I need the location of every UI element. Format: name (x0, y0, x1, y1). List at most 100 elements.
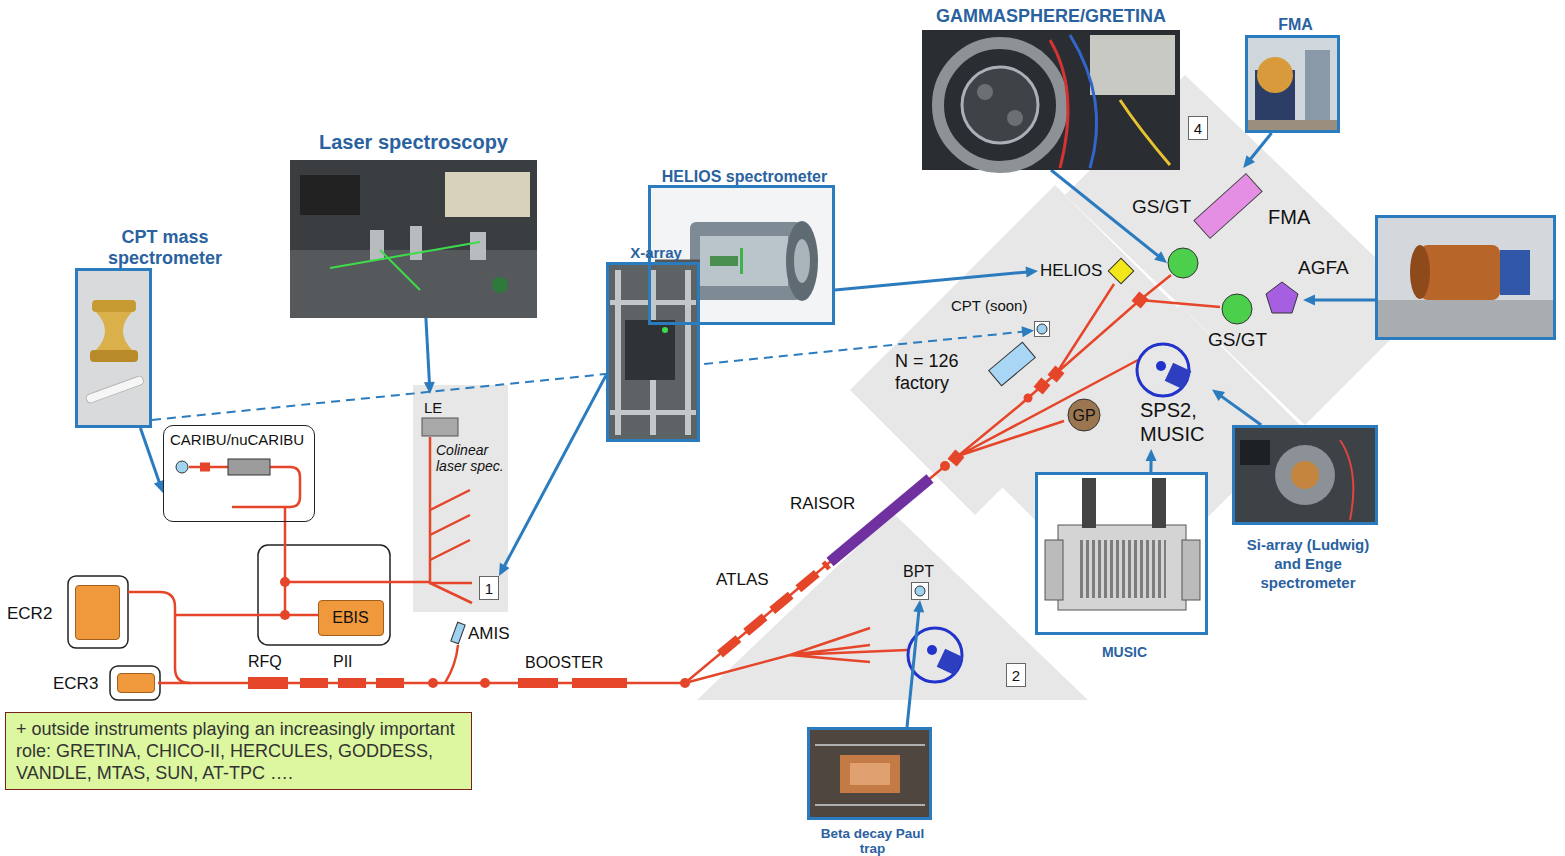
area-number-box: 4 (1188, 116, 1208, 140)
photo-heading: HELIOS spectrometer (638, 167, 851, 186)
photo: GAMMASPHERE/GRETINA (922, 30, 1180, 170)
photo-caption: Si-array (Ludwig) and Enge spectrometer (1235, 535, 1381, 592)
xarray-photo (606, 262, 700, 442)
photo-frame: MUSIC (1035, 472, 1208, 635)
arrow-line (140, 428, 159, 484)
photo-frame: FMA (1245, 35, 1340, 133)
station-label: AMIS (468, 624, 510, 644)
separator-bar: RAISOR (825, 473, 935, 568)
callout-number: 4 (1189, 120, 1207, 138)
callout-arrow (1243, 133, 1271, 168)
facility-label: EBIS (319, 608, 382, 627)
facility-label: ECR3 (53, 674, 98, 694)
station-label: CPT (soon) (951, 297, 1027, 315)
station-circle-shape (1167, 247, 1199, 279)
facility-label: ECR2 (7, 604, 52, 624)
source-symbol (176, 459, 270, 475)
station-label: GP (1067, 406, 1101, 425)
station-circle: GS/GT (1221, 293, 1253, 325)
beamline-label: PII (333, 652, 353, 671)
callout-arrow (424, 318, 435, 394)
arrow-head (1212, 390, 1225, 402)
station-label: SPS2, MUSIC (1140, 398, 1212, 446)
callout-number: 1 (480, 580, 498, 598)
callout-number: 2 (1007, 667, 1025, 685)
ion-source-box: ECR3 (117, 673, 155, 693)
station-label: FMA (1268, 205, 1310, 229)
experimental-area (413, 75, 1425, 700)
arrow-line (1220, 395, 1261, 425)
factory-box-shape (990, 342, 1034, 386)
separator-bar: FMA (1190, 168, 1266, 244)
arrow-line (426, 318, 430, 384)
photo-frame: CPT mass spectrometer (75, 268, 152, 428)
trap-photo (807, 727, 932, 820)
arrow-head (1243, 155, 1255, 168)
station-label: HELIOS (1040, 261, 1102, 281)
photo-heading: CPT mass spectrometer (85, 227, 245, 269)
area-number-box: 2 (1006, 663, 1026, 687)
photo-frame: X-array (606, 262, 700, 442)
station-label: AGFA (1298, 257, 1349, 279)
station-label: RAISOR (790, 494, 855, 514)
factory-box: N = 126 factory (990, 342, 1034, 386)
station-circle-shape (1221, 293, 1253, 325)
callout-arrow (1146, 449, 1157, 472)
trap-box: BPT (911, 582, 929, 600)
beamline-label: RFQ (248, 652, 282, 671)
arrow-head (1022, 326, 1035, 337)
photo-heading: GAMMASPHERE/GRETINA (910, 5, 1192, 27)
arrow-line (835, 272, 1028, 290)
photo-frame: Si-array (Ludwig) and Enge spectrometer (1232, 425, 1378, 525)
callout-arrow (140, 428, 164, 493)
chamber-drawing (1035, 472, 1208, 635)
callout-arrow (152, 326, 1034, 420)
station-diamond: HELIOS (1038, 256, 1136, 286)
trap-box: CPT (soon) (1034, 321, 1050, 337)
station-pentagon-shape (1265, 281, 1299, 315)
spectrometer-symbol: SPS2, MUSIC (1134, 341, 1212, 449)
callout-arrow (499, 375, 606, 576)
callout-arrow (1212, 390, 1261, 425)
array-photo (922, 30, 1180, 170)
arrow-head (1026, 267, 1039, 278)
separator-bar-shape (1190, 168, 1266, 244)
callout-arrow (907, 600, 924, 727)
station-label: GS/GT (1132, 196, 1191, 218)
enclosure-outline (68, 545, 390, 700)
trap-photo (75, 268, 152, 428)
station-label: LE (424, 399, 442, 416)
trap-box-shape (912, 583, 930, 601)
station-box-shape (451, 622, 465, 644)
photo-caption: Beta decay Paul trap (812, 826, 933, 856)
station-box: AMIS (451, 622, 465, 644)
arrow-head (1146, 449, 1157, 461)
station-circle: GS/GT (1167, 247, 1199, 279)
laser-photo (290, 160, 537, 318)
station-circle: GP (1067, 398, 1101, 432)
note-box: + outside instruments playing an increas… (5, 712, 472, 790)
siarray-photo (1232, 425, 1378, 525)
facility-label: CARIBU/nuCARIBU (170, 431, 304, 449)
callout-arrow (835, 267, 1038, 290)
photo: Laser spectroscopy (290, 160, 537, 318)
separator-photo (1245, 35, 1340, 133)
arrow-line (1250, 133, 1272, 160)
photo-heading: Laser spectroscopy (290, 130, 537, 154)
trap-box-shape (1035, 322, 1051, 338)
photo-heading: X-array (599, 244, 713, 262)
arrow-head (424, 382, 435, 394)
station-label: GS/GT (1208, 329, 1267, 351)
photo-caption: MUSIC (1038, 644, 1211, 661)
beamline (128, 275, 1220, 683)
ion-source-box: ECR2 (75, 585, 120, 640)
station-note: Colinear laser spec. (436, 442, 510, 474)
station-box: LE (420, 394, 460, 438)
area-number-box: 1 (479, 576, 499, 600)
station-pentagon: AGFA (1265, 281, 1299, 315)
beamline-label: ATLAS (716, 570, 769, 590)
photo-heading: FMA (1248, 15, 1343, 34)
facility-box: CARIBU/nuCARIBU (163, 425, 315, 522)
arrow-line (907, 610, 919, 727)
